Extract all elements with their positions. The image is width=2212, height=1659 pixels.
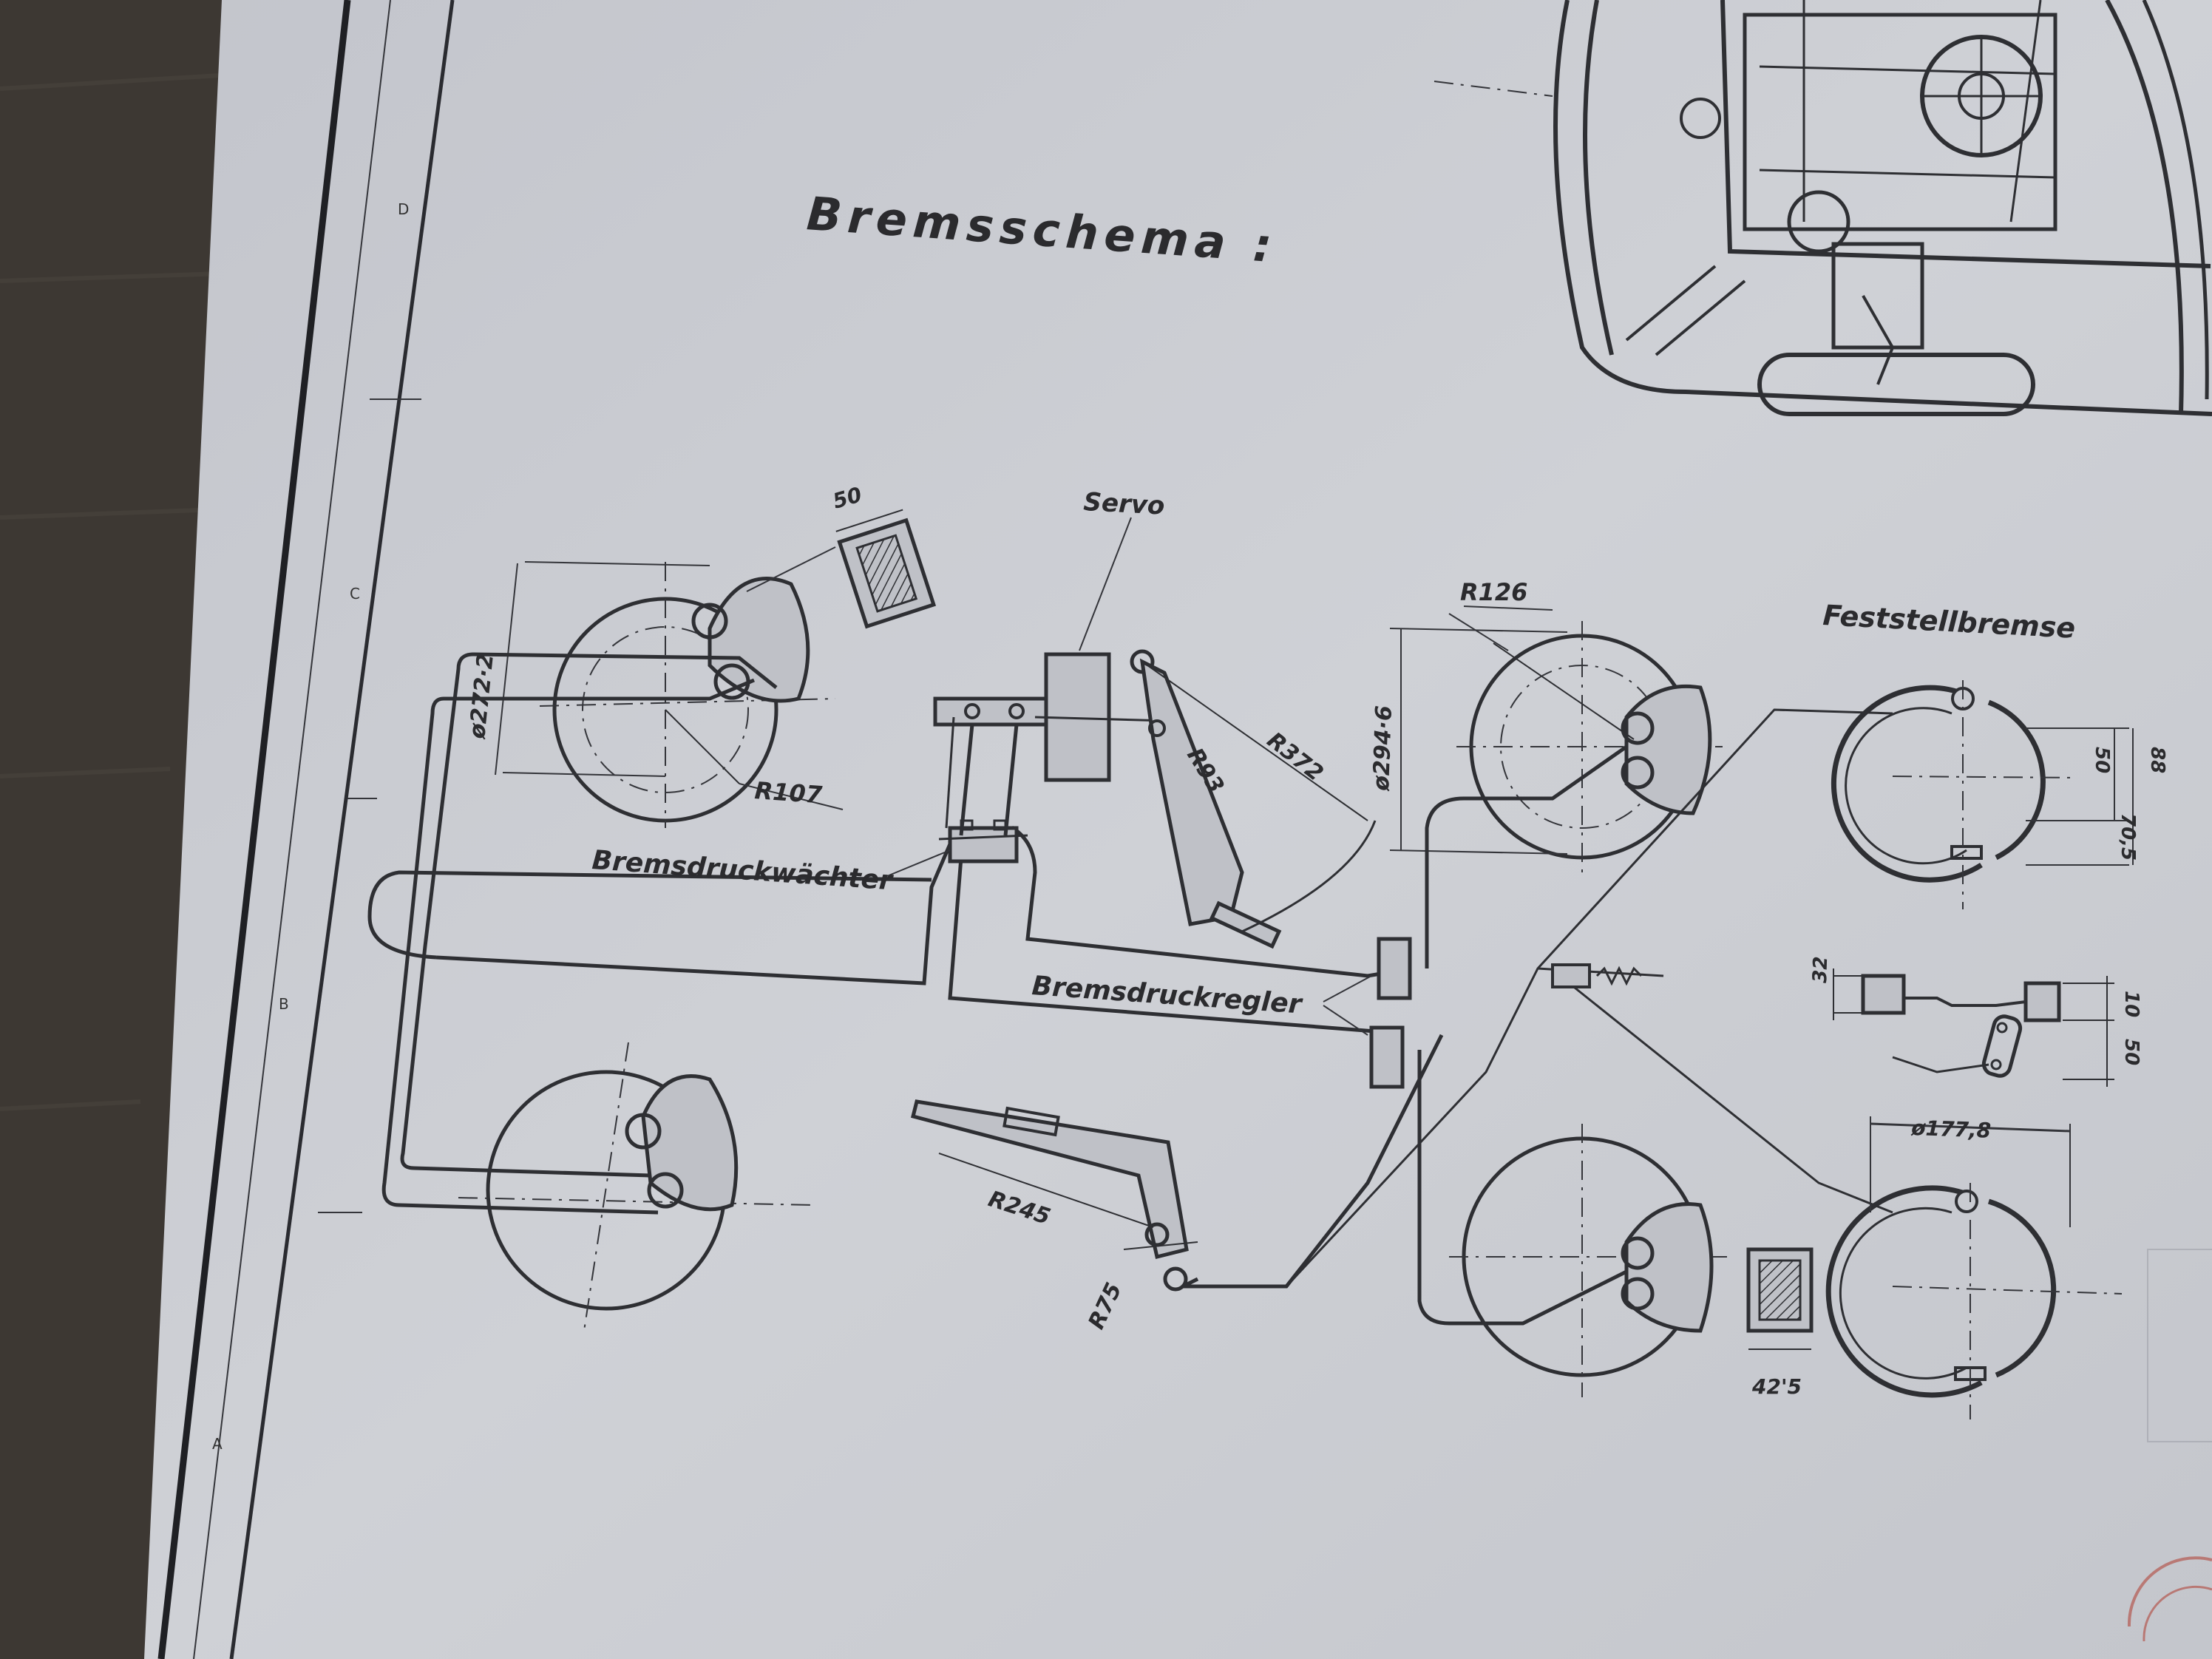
drawing-frame	[157, 0, 455, 1659]
rear-lower-disc-brake	[1449, 1124, 1730, 1397]
shoe-50-label: 50	[2091, 747, 2113, 773]
parking-brake-shoe-lower	[1825, 1116, 2123, 1419]
zone-letter-a: A	[212, 1435, 223, 1453]
rear-upper-disc-brake	[1456, 621, 1723, 872]
rear-brake-pad-section	[1746, 1247, 1814, 1350]
servo-label: Servo	[1083, 487, 1166, 521]
rear-radius-label: R126	[1460, 578, 1527, 606]
handbrake-lever	[910, 1099, 1198, 1292]
rear-disc-diameter-label: ø294·6	[1368, 705, 1397, 793]
brake-lines	[367, 652, 1628, 1326]
lever-50-label: 50	[2120, 1039, 2143, 1065]
cable-equalizer	[1551, 963, 1643, 988]
brake-pressure-regulators	[1323, 937, 1412, 1089]
zone-letter-d: D	[398, 200, 409, 218]
zone-letter-b: B	[279, 995, 289, 1013]
shoe-88-label: 88	[2146, 747, 2168, 773]
brake-pedal	[1130, 649, 1377, 949]
zone-letter-c: C	[350, 585, 360, 603]
rear-pad-width-label: 42'5	[1751, 1374, 1802, 1399]
drum-diameter-label: ø177,8	[1910, 1116, 1992, 1143]
servo-unit	[1034, 517, 1169, 782]
lever-32-label: 32	[1809, 956, 1832, 983]
front-brake-pad-section	[835, 509, 937, 629]
lever-10-label: 10	[2120, 991, 2143, 1017]
front-right-disc-brake	[458, 1042, 814, 1331]
vehicle-cutaway-drawing	[1434, 0, 2212, 416]
parking-brake-lever-detail	[1833, 968, 2114, 1087]
brake-pressure-switch	[938, 819, 1028, 864]
parking-brake-shoe-upper	[1831, 680, 2078, 909]
front-left-disc-brake	[539, 562, 836, 828]
front-radius-label: R107	[753, 776, 824, 809]
stamp-remnant	[2127, 1249, 2212, 1642]
shoe-70-5-label: 70,5	[2117, 813, 2139, 861]
master-cylinder	[933, 696, 1048, 836]
